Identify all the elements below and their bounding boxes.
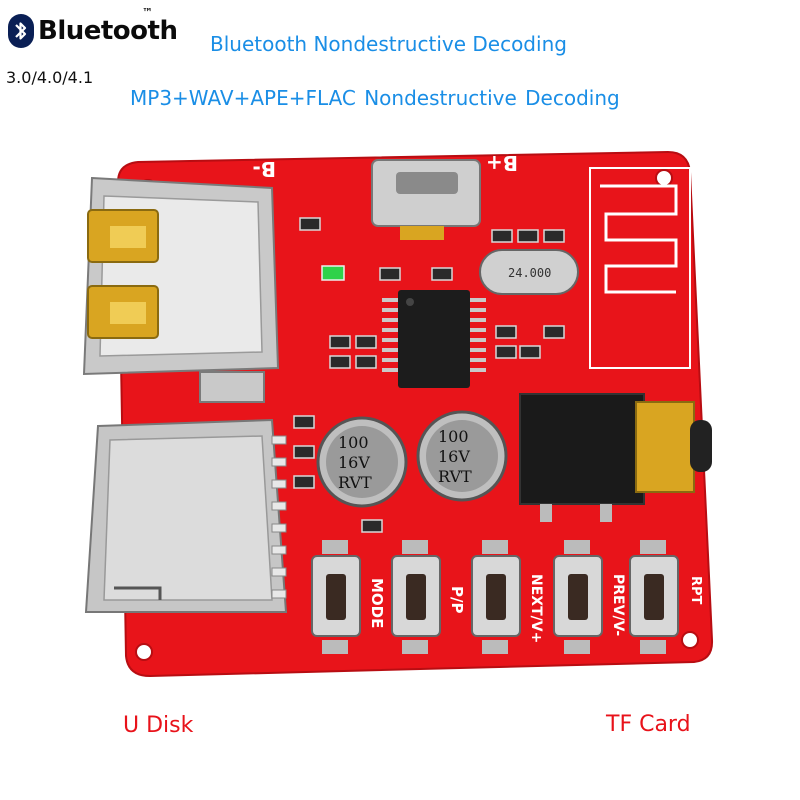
bluetooth-icon xyxy=(8,14,34,48)
decoder-ic-chip xyxy=(382,290,486,388)
cap-left-line3: RVT xyxy=(338,473,372,492)
headline-format-decoding: MP3+WAV+APE+FLAC Nondestructive Decoding xyxy=(130,86,620,110)
crystal-label: 24.000 xyxy=(508,266,551,280)
mounting-hole xyxy=(655,169,673,187)
cap-right-line2: 16V xyxy=(438,447,470,466)
crystal-oscillator: 24.000 xyxy=(479,249,579,295)
button-mode: MODE xyxy=(311,540,386,654)
silk-rpt: RPT xyxy=(688,576,703,605)
button-prev: PREV/V- xyxy=(553,540,626,654)
silk-next: NEXT/V+ xyxy=(528,574,544,643)
bluetooth-versions: 3.0/4.0/4.1 xyxy=(6,68,94,87)
caption-u-disk: U Disk xyxy=(123,713,194,738)
silk-model: XY-BT-L xyxy=(753,249,783,356)
cap-right-line3: RVT xyxy=(438,467,472,486)
smd-components xyxy=(293,217,565,533)
caption-tf-card: TF Card xyxy=(606,712,691,737)
brand-name: Bluetooth xyxy=(38,16,178,46)
bluetooth-brand: Bluetooth xyxy=(8,14,178,48)
mounting-hole xyxy=(135,643,153,661)
silk-b-plus: B+ xyxy=(486,151,518,175)
cap-left-line2: 16V xyxy=(338,453,370,472)
button-repeat: RPT xyxy=(629,540,703,654)
silk-mode: MODE xyxy=(368,578,386,628)
button-next: NEXT/V+ xyxy=(471,540,544,654)
trademark-symbol: ™ xyxy=(142,6,153,19)
mounting-hole xyxy=(681,631,699,649)
status-led xyxy=(321,265,345,281)
cap-left-line1: 100 xyxy=(338,433,369,452)
bluetooth-glyph xyxy=(15,22,27,40)
silk-prev: PREV/V- xyxy=(610,574,626,636)
micro-usb-port xyxy=(371,159,481,240)
cap-right-line1: 100 xyxy=(438,427,469,446)
usb-a-port xyxy=(82,176,280,403)
button-play-pause: P/P xyxy=(391,540,466,654)
silk-b-minus: B- xyxy=(252,157,276,181)
headline-bluetooth-decoding: Bluetooth Nondestructive Decoding xyxy=(210,32,567,56)
capacitor-left: 100 16V RVT xyxy=(316,416,408,508)
audio-jack xyxy=(519,393,712,522)
capacitor-right: 100 16V RVT xyxy=(416,410,508,502)
bluetooth-antenna-module: XY-BT-L xyxy=(589,167,783,369)
silk-pp: P/P xyxy=(448,586,466,613)
tf-card-slot xyxy=(84,418,288,613)
